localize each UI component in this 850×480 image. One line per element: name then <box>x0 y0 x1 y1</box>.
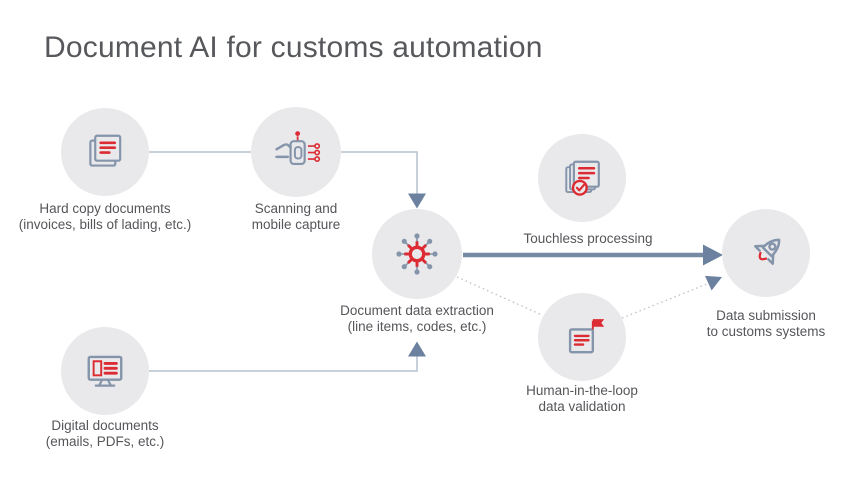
documents-approved-icon <box>565 160 600 196</box>
label-line: (invoices, bills of lading, etc.) <box>18 217 192 233</box>
label-line: Scanning and <box>254 201 338 216</box>
node-digital-documents <box>61 327 149 415</box>
hand-mobile-capture-icon <box>275 131 321 165</box>
label-touchless-processing: Touchless processing <box>488 231 688 247</box>
gear-hub-icon <box>396 233 438 275</box>
arrowhead-down-icon <box>408 193 426 209</box>
node-hard-copy-documents <box>61 108 149 196</box>
label-line: mobile capture <box>251 217 341 233</box>
connector-scanning-to-extraction <box>341 151 426 209</box>
label-line: data validation <box>538 399 626 415</box>
node-data-submission <box>722 209 810 297</box>
flagged-document-icon <box>568 319 605 354</box>
label-digital-documents: Digital documents (emails, PDFs, etc.) <box>15 418 195 451</box>
label-line: Data submission <box>716 308 816 323</box>
arrow-touchless-processing <box>463 244 723 266</box>
node-human-in-the-loop-validation <box>538 293 626 381</box>
label-line: Human-in-the-loop <box>526 383 638 398</box>
label-line: (emails, PDFs, etc.) <box>45 434 165 450</box>
connector-validation-to-submission <box>621 275 722 319</box>
label-document-data-extraction: Document data extraction (line items, co… <box>307 303 527 336</box>
label-human-in-the-loop-validation: Human-in-the-loop data validation <box>492 383 672 416</box>
node-document-data-extraction <box>372 209 462 299</box>
monitor-document-icon <box>87 355 123 387</box>
label-line: Hard copy documents <box>39 201 171 216</box>
node-touchless-processing <box>538 134 626 222</box>
stacked-documents-icon <box>89 134 122 167</box>
arrowhead-up-icon <box>408 341 426 357</box>
label-scanning-mobile-capture: Scanning and mobile capture <box>216 201 376 234</box>
label-data-submission: Data submission to customs systems <box>676 308 850 341</box>
node-scanning-mobile-capture <box>251 107 341 197</box>
connector-extraction-to-validation <box>456 276 543 316</box>
label-line: Digital documents <box>51 418 159 433</box>
label-line: to customs systems <box>706 324 826 340</box>
label-line: (line items, codes, etc.) <box>347 319 487 335</box>
connector-digital-to-extraction <box>149 341 426 372</box>
arrowhead-upright-icon <box>705 275 722 291</box>
label-hard-copy-documents: Hard copy documents (invoices, bills of … <box>0 201 220 234</box>
label-line: Document data extraction <box>340 303 494 318</box>
rocket-icon <box>754 238 781 265</box>
diagram-title: Document AI for customs automation <box>44 31 543 64</box>
arrowhead-right-icon <box>703 244 723 266</box>
label-line: Touchless processing <box>523 231 653 246</box>
